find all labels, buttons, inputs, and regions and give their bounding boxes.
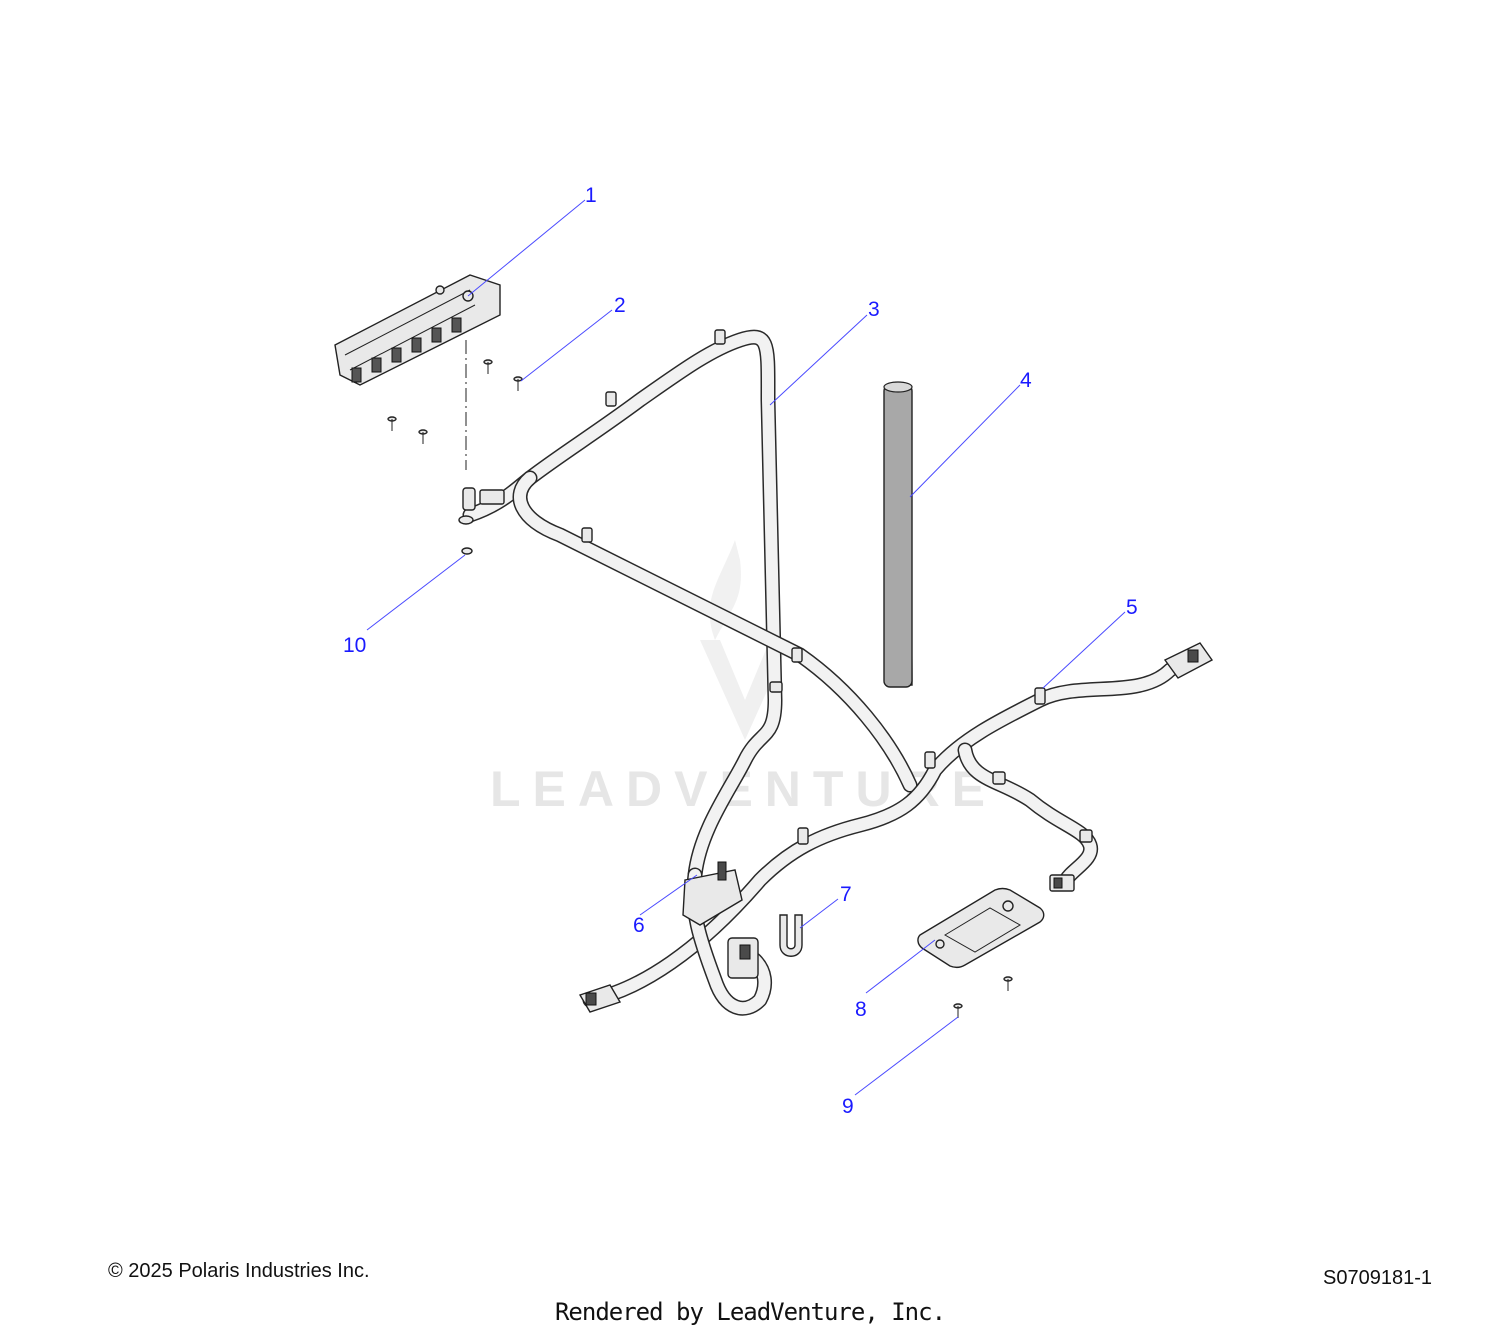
ground-terminal xyxy=(458,487,505,555)
callout-3: 3 xyxy=(868,298,880,321)
connector-block xyxy=(682,861,759,979)
callout-8: 8 xyxy=(855,998,867,1021)
callout-5: 5 xyxy=(1126,596,1138,619)
mounting-plate xyxy=(917,887,1045,969)
callout-4: 4 xyxy=(1020,369,1032,392)
conduit-tube xyxy=(883,381,913,688)
callout-6: 6 xyxy=(633,914,645,937)
u-clip xyxy=(779,914,803,957)
document-number: S0709181-1 xyxy=(1323,1267,1432,1289)
callout-7: 7 xyxy=(840,883,852,906)
fuse-relay-bracket xyxy=(334,274,501,386)
callout-2: 2 xyxy=(614,294,626,317)
callout-9: 9 xyxy=(842,1095,854,1118)
parts-diagram: 1 2 3 4 5 6 7 8 9 10 xyxy=(334,184,1214,1118)
rendered-by-text: Rendered by LeadVenture, Inc. xyxy=(554,1298,946,1326)
callout-10: 10 xyxy=(343,634,366,657)
callout-1: 1 xyxy=(585,184,597,207)
screws xyxy=(387,359,1013,1018)
wire-harness-main xyxy=(582,647,1203,1016)
harness-end-connectors xyxy=(578,642,1214,1013)
wire-harness-loop xyxy=(462,329,918,883)
leader-lines xyxy=(366,199,1126,1096)
callout-labels: 1 2 3 4 5 6 7 8 9 10 xyxy=(343,184,1138,1118)
harness-clips xyxy=(581,329,1093,845)
copyright-text: © 2025 Polaris Industries Inc. xyxy=(108,1260,370,1282)
